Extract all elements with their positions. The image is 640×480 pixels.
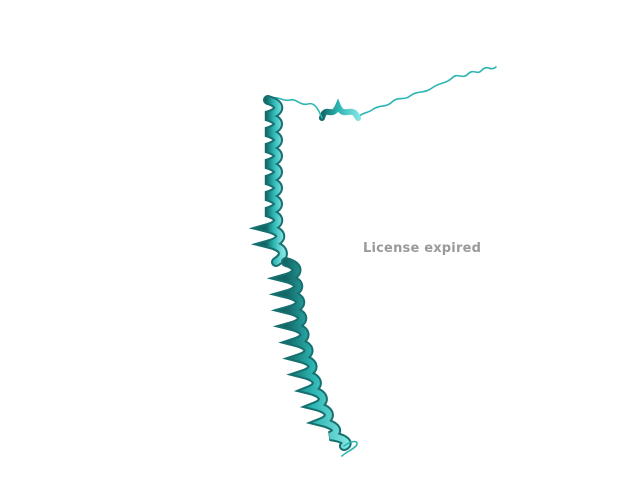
n-terminal-tail	[357, 66, 497, 119]
license-watermark: License expired	[363, 241, 482, 256]
long-helix-lower	[266, 257, 358, 457]
short-helix	[271, 96, 361, 121]
long-helix-upper	[248, 95, 288, 267]
